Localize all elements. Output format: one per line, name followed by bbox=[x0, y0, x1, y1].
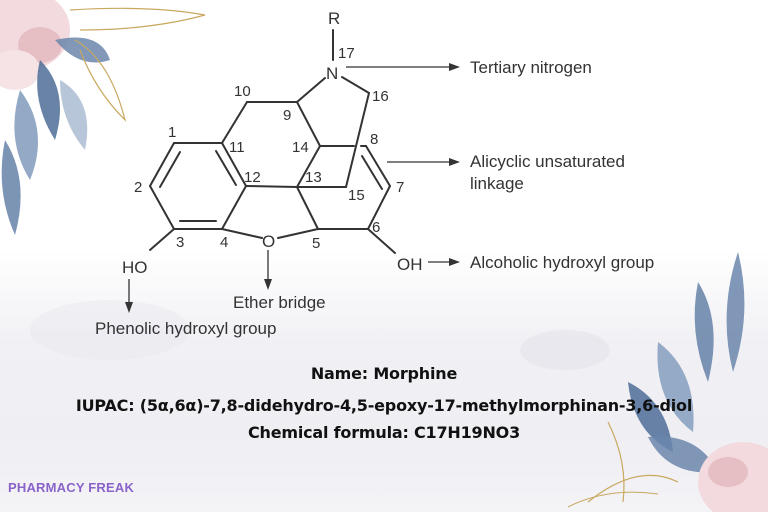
paint-splash bbox=[30, 300, 190, 360]
atom-number-4: 4 bbox=[220, 234, 228, 251]
callout-tertiary-nitrogen: Tertiary nitrogen bbox=[470, 58, 592, 77]
background-wash bbox=[0, 250, 768, 512]
atom-number-11: 11 bbox=[229, 139, 245, 156]
chemical-formula: Chemical formula: C17H19NO3 bbox=[247, 423, 521, 442]
atom-number-10: 10 bbox=[234, 83, 251, 100]
ether-oxygen-label: O bbox=[262, 232, 275, 251]
atom-number-2: 2 bbox=[134, 179, 142, 196]
atom-number-1: 1 bbox=[168, 124, 176, 141]
iupac-name: IUPAC: (5α,6α)-7,8-didehydro-4,5-epoxy-1… bbox=[75, 396, 693, 415]
arrow-down-icon bbox=[264, 279, 272, 290]
atom-number-8: 8 bbox=[370, 131, 378, 148]
bonds bbox=[149, 29, 396, 254]
paint-splash bbox=[520, 330, 610, 370]
atom-number-9: 9 bbox=[283, 107, 291, 124]
arrow-right-icon bbox=[449, 63, 460, 71]
callout-alicyclic-line2: linkage bbox=[470, 174, 524, 193]
callout-alcoholic-hydroxyl: Alcoholic hydroxyl group bbox=[470, 253, 654, 272]
callout-ether-bridge: Ether bridge bbox=[233, 293, 326, 312]
callout-arrows bbox=[125, 63, 460, 313]
atom-number-14: 14 bbox=[292, 139, 309, 156]
r-group-label: R bbox=[328, 9, 340, 28]
floral-decoration-top-left bbox=[0, 0, 206, 235]
callout-phenolic-hydroxyl: Phenolic hydroxyl group bbox=[95, 319, 276, 338]
atom-number-3: 3 bbox=[176, 234, 184, 251]
arrow-right-icon bbox=[449, 158, 460, 166]
atom-number-6: 6 bbox=[372, 219, 380, 236]
floral-decoration-bottom-right bbox=[567, 252, 768, 512]
atom-number-7: 7 bbox=[396, 179, 404, 196]
atom-number-5: 5 bbox=[312, 235, 320, 252]
atom-number-13: 13 bbox=[305, 169, 322, 186]
phenol-oh-label: HO bbox=[122, 258, 148, 277]
callout-alicyclic-line1: Alicyclic unsaturated bbox=[470, 152, 625, 171]
arrow-right-icon bbox=[449, 258, 460, 266]
atom-number-17: 17 bbox=[338, 45, 355, 62]
brand-logo-text: PHARMACY FREAK bbox=[8, 480, 135, 495]
atom-number-15: 15 bbox=[348, 187, 365, 204]
atom-number-16: 16 bbox=[372, 88, 389, 105]
alcohol-oh-label: OH bbox=[397, 255, 423, 274]
arrow-down-icon bbox=[125, 302, 133, 313]
atom-number-12: 12 bbox=[244, 169, 261, 186]
compound-name: Name: Morphine bbox=[310, 364, 458, 383]
nitrogen-label: N bbox=[326, 64, 338, 83]
morphine-structure: R N O HO OH 1 2 3 4 5 6 7 8 9 10 11 12 1… bbox=[95, 9, 654, 338]
